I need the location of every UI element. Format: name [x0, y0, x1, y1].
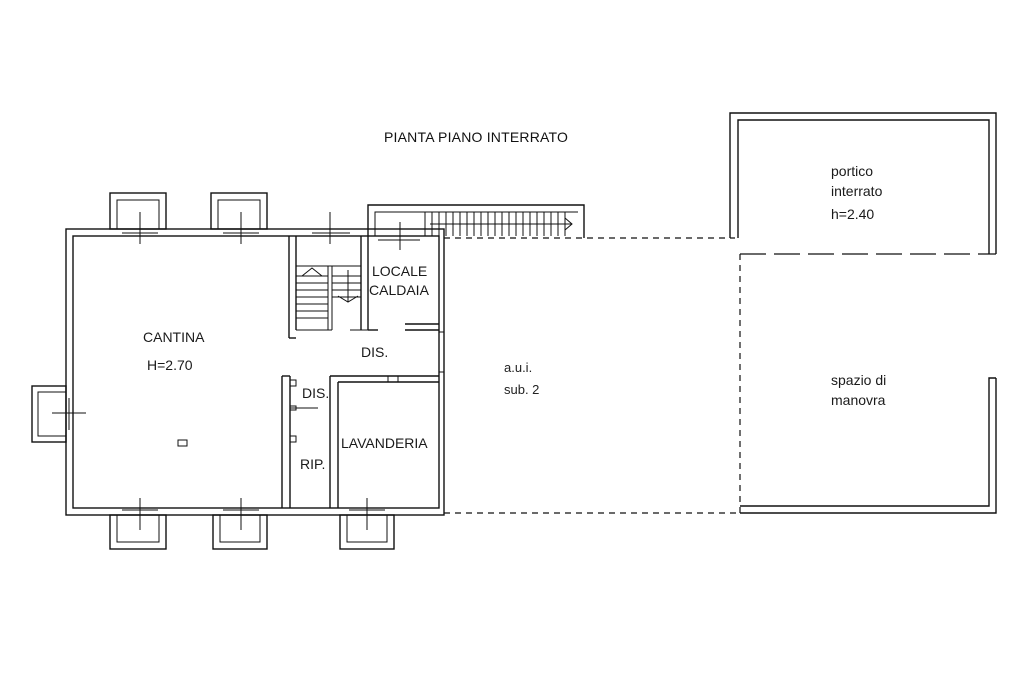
interior-stairs — [296, 265, 361, 330]
dis-upper-label: DIS. — [361, 344, 388, 360]
portico-interrato-label: interrato — [831, 183, 883, 199]
portico-structure — [729, 112, 997, 514]
portico-label: portico — [831, 163, 873, 179]
cantina-label: CANTINA — [143, 329, 205, 345]
caldaia-label: CALDAIA — [369, 282, 430, 298]
dis-lower-label: DIS. — [302, 385, 329, 401]
light-wells — [31, 192, 420, 550]
interior-walls — [177, 236, 444, 508]
aui-sub-label: sub. 2 — [504, 382, 539, 397]
cantina-height-label: H=2.70 — [147, 357, 193, 373]
portico-height-label: h=2.40 — [831, 206, 874, 222]
locale-label: LOCALE — [372, 263, 427, 279]
manovra-label: manovra — [831, 392, 886, 408]
exterior-stair — [367, 204, 585, 238]
spazio-label: spazio di — [831, 372, 886, 388]
plan-title: PIANTA PIANO INTERRATO — [384, 129, 568, 145]
aui-area — [443, 237, 741, 514]
lavanderia-label: LAVANDERIA — [341, 435, 428, 451]
aui-label: a.u.i. — [504, 360, 532, 375]
rip-label: RIP. — [300, 456, 325, 472]
